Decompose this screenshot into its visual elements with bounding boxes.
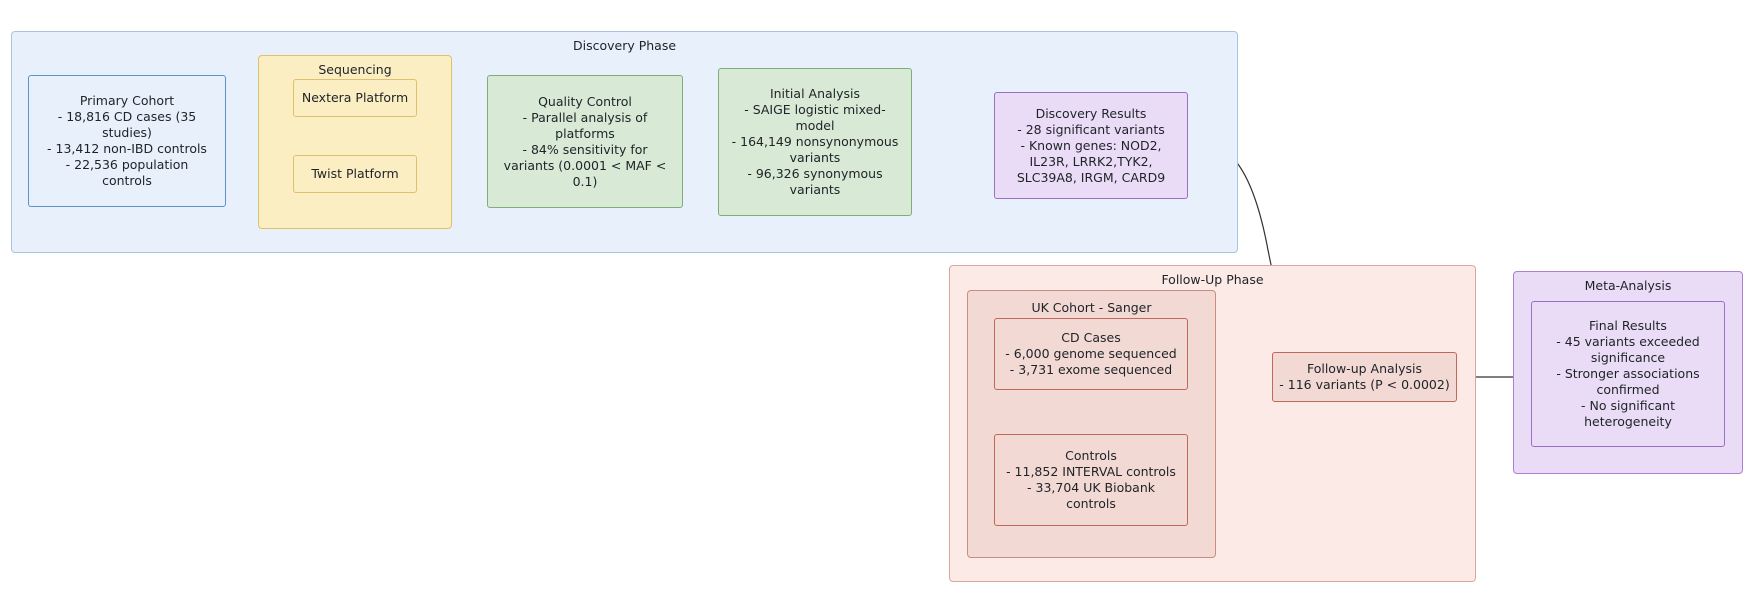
node-line: Nextera Platform (301, 90, 409, 105)
node-followup-analysis-text: Follow-up Analysis - 116 variants (P < 0… (1279, 361, 1450, 393)
node-quality-control[interactable]: Quality Control - Parallel analysis of p… (487, 75, 683, 208)
node-primary-cohort-text: Primary Cohort - 18,816 CD cases (35 stu… (35, 93, 219, 189)
node-line: - 6,000 genome sequenced (1005, 346, 1177, 361)
node-line: confirmed (1596, 382, 1660, 397)
node-line: variants (789, 182, 841, 197)
node-line: - SAIGE logistic mixed- (744, 102, 886, 117)
node-line: variants (789, 150, 841, 165)
node-line: Initial Analysis (769, 86, 861, 101)
node-line: heterogeneity (1584, 414, 1672, 429)
node-cd-cases-text: CD Cases - 6,000 genome sequenced - 3,73… (1001, 330, 1181, 378)
subgraph-discovery-phase-label: Discovery Phase (572, 38, 677, 53)
node-initial-analysis-text: Initial Analysis - SAIGE logistic mixed-… (725, 86, 905, 198)
node-line: - 96,326 synonymous (747, 166, 883, 181)
node-line: Follow-up Analysis (1306, 361, 1423, 376)
node-nextera-platform-text: Nextera Platform (300, 90, 410, 106)
node-line: CD Cases (1061, 330, 1121, 345)
node-line: - 116 variants (P < 0.0002) (1279, 377, 1450, 392)
node-twist-platform-text: Twist Platform (300, 166, 410, 182)
node-line: Quality Control (538, 93, 632, 109)
node-line: - 3,731 exome sequenced (1009, 362, 1173, 377)
node-line: model (795, 118, 835, 133)
node-line: - 45 variants exceeded (1556, 334, 1700, 349)
node-line: controls (102, 173, 152, 188)
node-line: Final Results (1589, 318, 1667, 333)
node-line: - 18,816 CD cases (35 (57, 109, 197, 124)
node-discovery-results[interactable]: Discovery Results - 28 significant varia… (994, 92, 1188, 199)
node-line: - Known genes: NOD2, (1020, 137, 1162, 153)
node-line: - 33,704 UK Biobank (1027, 480, 1155, 495)
node-line: - 28 significant variants (1017, 121, 1165, 137)
node-cd-cases[interactable]: CD Cases - 6,000 genome sequenced - 3,73… (994, 318, 1188, 390)
node-line: - Stronger associations (1556, 366, 1700, 381)
node-primary-cohort[interactable]: Primary Cohort - 18,816 CD cases (35 stu… (28, 75, 226, 207)
node-line: platforms (555, 125, 615, 141)
node-followup-analysis[interactable]: Follow-up Analysis - 116 variants (P < 0… (1272, 352, 1457, 402)
node-line: controls (1066, 496, 1116, 511)
node-line: - 13,412 non-IBD controls (47, 141, 207, 156)
node-line: SLC39A8, IRGM, CARD9 (1016, 169, 1166, 185)
node-discovery-results-text: Discovery Results - 28 significant varia… (1001, 106, 1181, 186)
subgraph-sequencing: Sequencing (258, 55, 452, 229)
node-line: Discovery Results (1035, 105, 1147, 121)
node-line: - 84% sensitivity for (522, 141, 648, 157)
node-nextera-platform[interactable]: Nextera Platform (293, 79, 417, 117)
node-line: variants (0.0001 < MAF < (503, 157, 667, 173)
node-controls-text: Controls - 11,852 INTERVAL controls - 33… (1001, 448, 1181, 512)
node-line: - No significant (1580, 398, 1675, 413)
node-line: Primary Cohort (79, 93, 175, 108)
node-initial-analysis[interactable]: Initial Analysis - SAIGE logistic mixed-… (718, 68, 912, 216)
node-quality-control-text: Quality Control - Parallel analysis of p… (494, 94, 676, 190)
node-line: studies) (102, 125, 152, 140)
node-line: IL23R, LRRK2,TYK2, (1029, 153, 1153, 169)
node-line: Controls (1065, 448, 1117, 463)
node-line: Twist Platform (311, 166, 399, 181)
subgraph-followup-phase-label: Follow-Up Phase (1161, 272, 1264, 287)
node-line: - 164,149 nonsynonymous (731, 134, 899, 149)
node-line: - Parallel analysis of (522, 109, 648, 125)
node-twist-platform[interactable]: Twist Platform (293, 155, 417, 193)
node-line: - 11,852 INTERVAL controls (1006, 464, 1176, 479)
node-line: 0.1) (572, 173, 598, 189)
node-line: significance (1590, 350, 1666, 365)
node-final-results-text: Final Results - 45 variants exceeded sig… (1538, 318, 1718, 430)
node-controls[interactable]: Controls - 11,852 INTERVAL controls - 33… (994, 434, 1188, 526)
node-final-results[interactable]: Final Results - 45 variants exceeded sig… (1531, 301, 1725, 447)
subgraph-meta-analysis-label: Meta-Analysis (1584, 278, 1672, 293)
node-line: - 22,536 population (65, 157, 189, 172)
subgraph-sequencing-label: Sequencing (318, 62, 392, 77)
